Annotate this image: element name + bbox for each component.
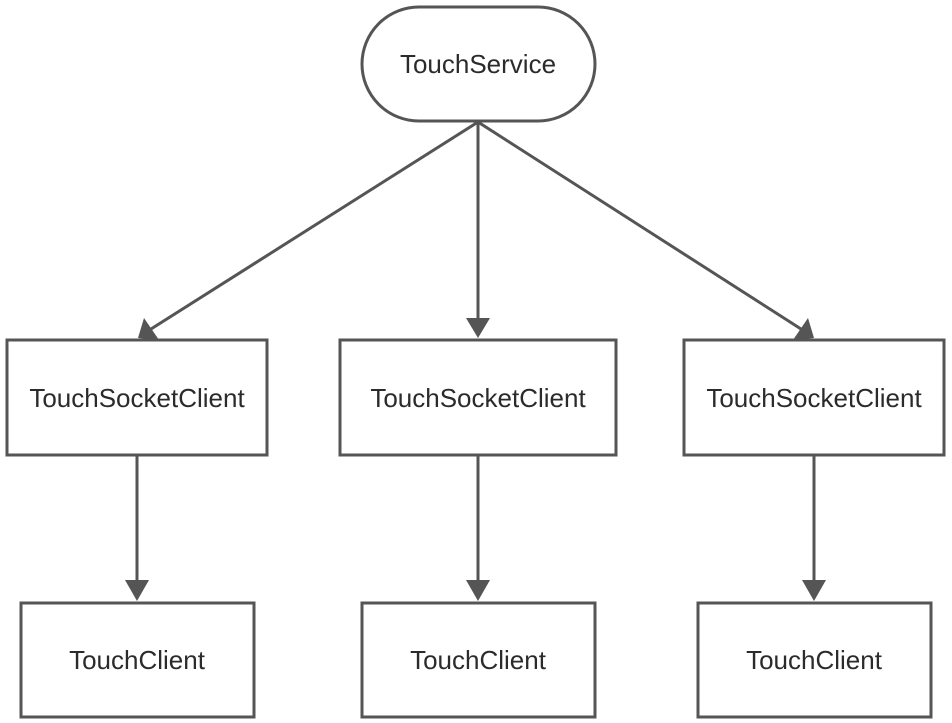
node-touch-client-2: TouchClient — [360, 601, 597, 719]
node-touch-client-1: TouchClient — [19, 601, 256, 719]
node-touch-socket-client-3: TouchSocketClient — [682, 338, 946, 457]
node-touch-socket-client-1-label: TouchSocketClient — [29, 383, 245, 413]
edge-socket-client-2-to-client-2 — [466, 456, 490, 601]
node-touch-socket-client-2-label: TouchSocketClient — [370, 383, 586, 413]
edge-root-to-socket-client-3 — [477, 120, 814, 340]
edge-root-to-socket-client-1 — [138, 120, 479, 340]
node-touch-socket-client-3-label: TouchSocketClient — [706, 383, 922, 413]
node-touch-socket-client-1: TouchSocketClient — [5, 338, 269, 457]
node-touch-client-3-label: TouchClient — [746, 645, 883, 675]
node-touch-service-label: TouchService — [400, 49, 556, 79]
node-touch-socket-client-2: TouchSocketClient — [338, 338, 618, 457]
edge-socket-client-1-to-client-1 — [125, 456, 149, 601]
node-touch-service: TouchService — [360, 5, 597, 123]
node-touch-client-1-label: TouchClient — [69, 645, 206, 675]
node-touch-client-2-label: TouchClient — [410, 645, 547, 675]
edge-socket-client-3-to-client-3 — [802, 456, 826, 601]
node-touch-client-3: TouchClient — [696, 601, 933, 719]
edge-root-to-socket-client-2 — [466, 122, 490, 338]
